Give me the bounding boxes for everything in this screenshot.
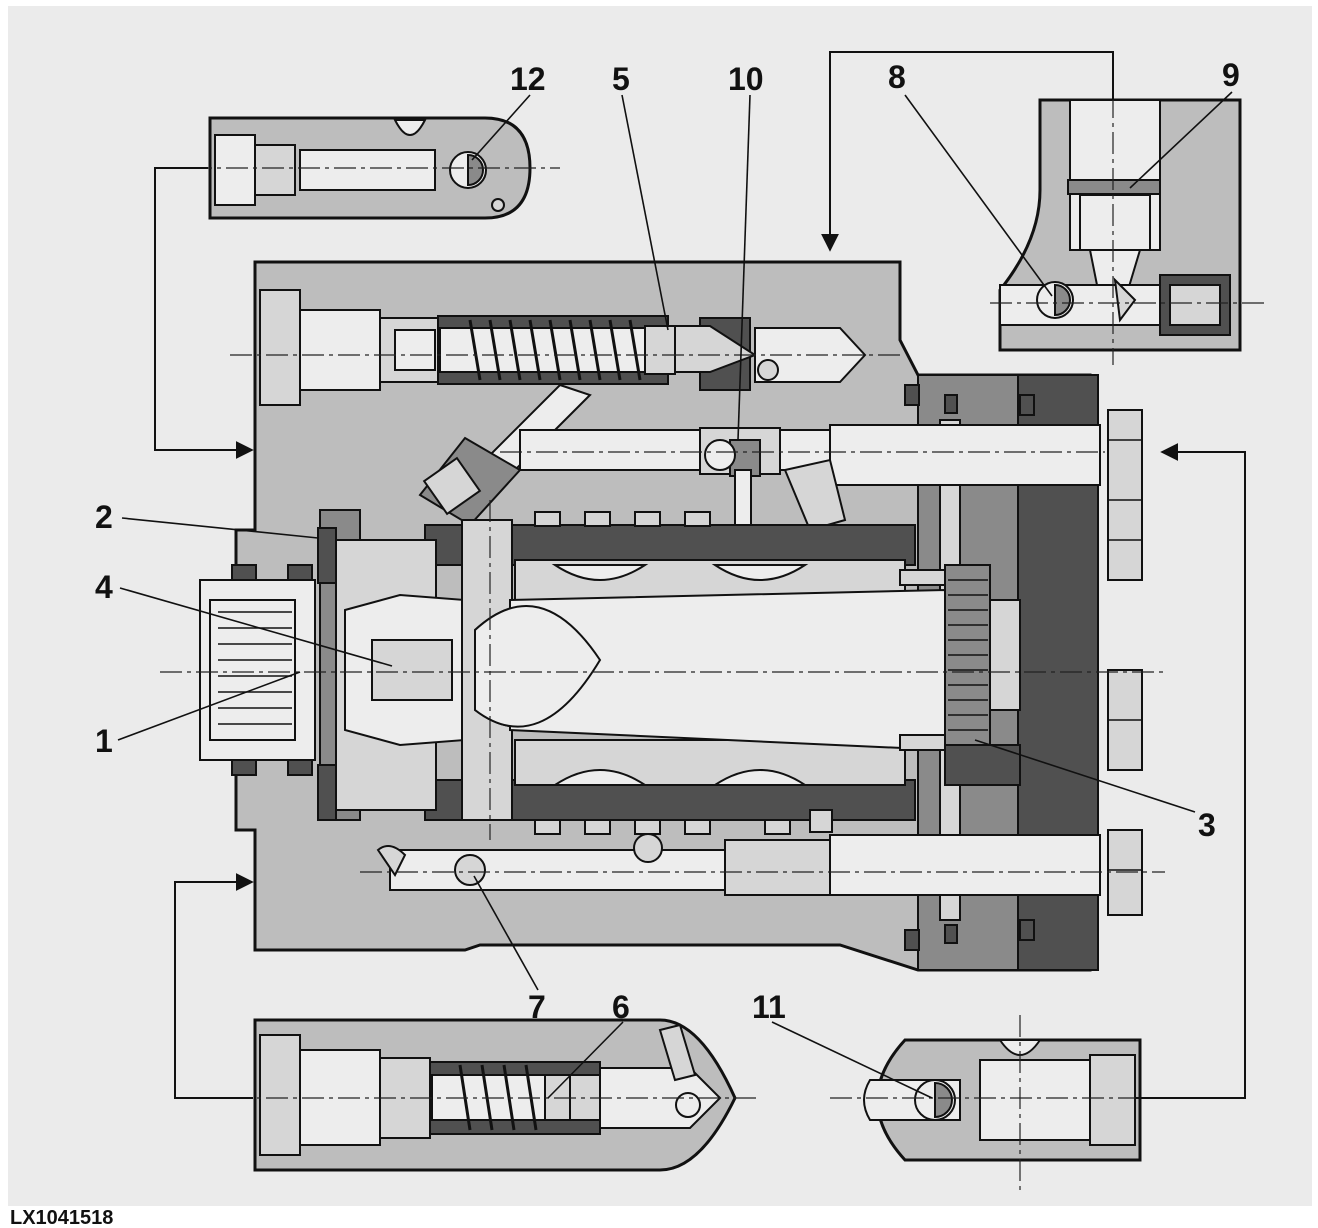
callout-5: 5 bbox=[612, 61, 630, 97]
bolt-heads bbox=[1107, 409, 1143, 916]
figure-id: LX1041518 bbox=[10, 1207, 113, 1228]
callout-8: 8 bbox=[888, 59, 906, 95]
callout-1: 1 bbox=[95, 723, 113, 759]
callout-10: 10 bbox=[728, 61, 764, 97]
callout-9: 9 bbox=[1222, 57, 1240, 93]
detail-valve-11 bbox=[863, 1038, 1142, 1162]
callout-6: 6 bbox=[612, 989, 630, 1025]
upper-passage bbox=[519, 424, 1101, 532]
detail-valve-6 bbox=[253, 1018, 737, 1172]
callout-7: 7 bbox=[528, 989, 546, 1025]
lower-passage bbox=[376, 833, 1101, 896]
detail-valve-8-9 bbox=[998, 98, 1242, 352]
flow-lines bbox=[154, 51, 1246, 1099]
shaft-housing-left bbox=[199, 509, 946, 821]
callout-labels: 12 5 10 8 9 2 4 1 3 7 6 11 bbox=[95, 57, 1240, 1025]
callout-11: 11 bbox=[752, 989, 786, 1025]
gear-section bbox=[899, 564, 1021, 786]
relief-valve-top bbox=[259, 289, 867, 527]
center-lines bbox=[160, 60, 1268, 1190]
callout-2: 2 bbox=[95, 499, 113, 535]
leader-lines bbox=[117, 91, 1233, 1099]
callout-12: 12 bbox=[510, 61, 546, 97]
callout-4: 4 bbox=[95, 569, 113, 605]
callout-3: 3 bbox=[1198, 807, 1216, 843]
